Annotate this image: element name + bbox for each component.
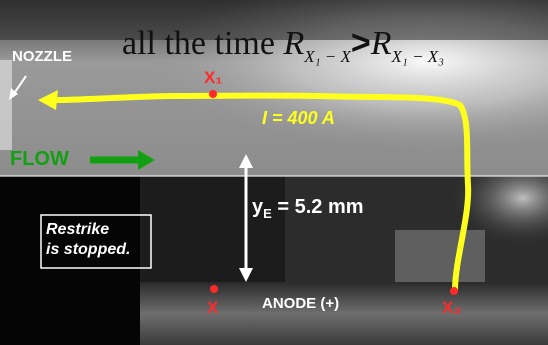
restrike-box [40,214,152,269]
flow-label: FLOW [10,148,69,170]
arc-path [52,92,472,293]
nozzle-label: NOZZLE [12,48,72,65]
current-label: I = 400 A [262,108,335,128]
gap-subscript: E [263,206,272,221]
point-x1-marker [209,90,217,98]
point-x-marker [210,285,218,293]
title-rhs-letter: R [370,25,392,62]
gap-value: = 5.2 mm [277,196,364,218]
restrike-line-1: Restrike [46,221,110,238]
title-rhs-subscript: X₁ − X₃ [391,46,445,66]
title-lhs-subscript: X₁ − X [304,46,351,66]
point-x3-marker [450,287,458,295]
title-lhs-letter: R [283,25,305,62]
anode-label: ANODE (+) [262,295,340,312]
restrike-line-2: is stopped. [46,241,131,258]
title-prefix: all the time [122,25,275,62]
title-formula: all the time RX₁ − X>RX₁ − X₃ [122,24,444,67]
arc-arrowhead [38,90,58,110]
point-x1-label: X₁ [204,68,223,87]
anode-surface [140,282,548,345]
restrike-label: Restrike is stopped. [46,220,130,260]
gap-label: yE = 5.2 mm [252,196,364,221]
gap-symbol: y [252,196,264,218]
point-x-label: X [207,298,219,317]
point-x3-label: X₃ [442,298,462,317]
title-operator: > [350,24,371,62]
